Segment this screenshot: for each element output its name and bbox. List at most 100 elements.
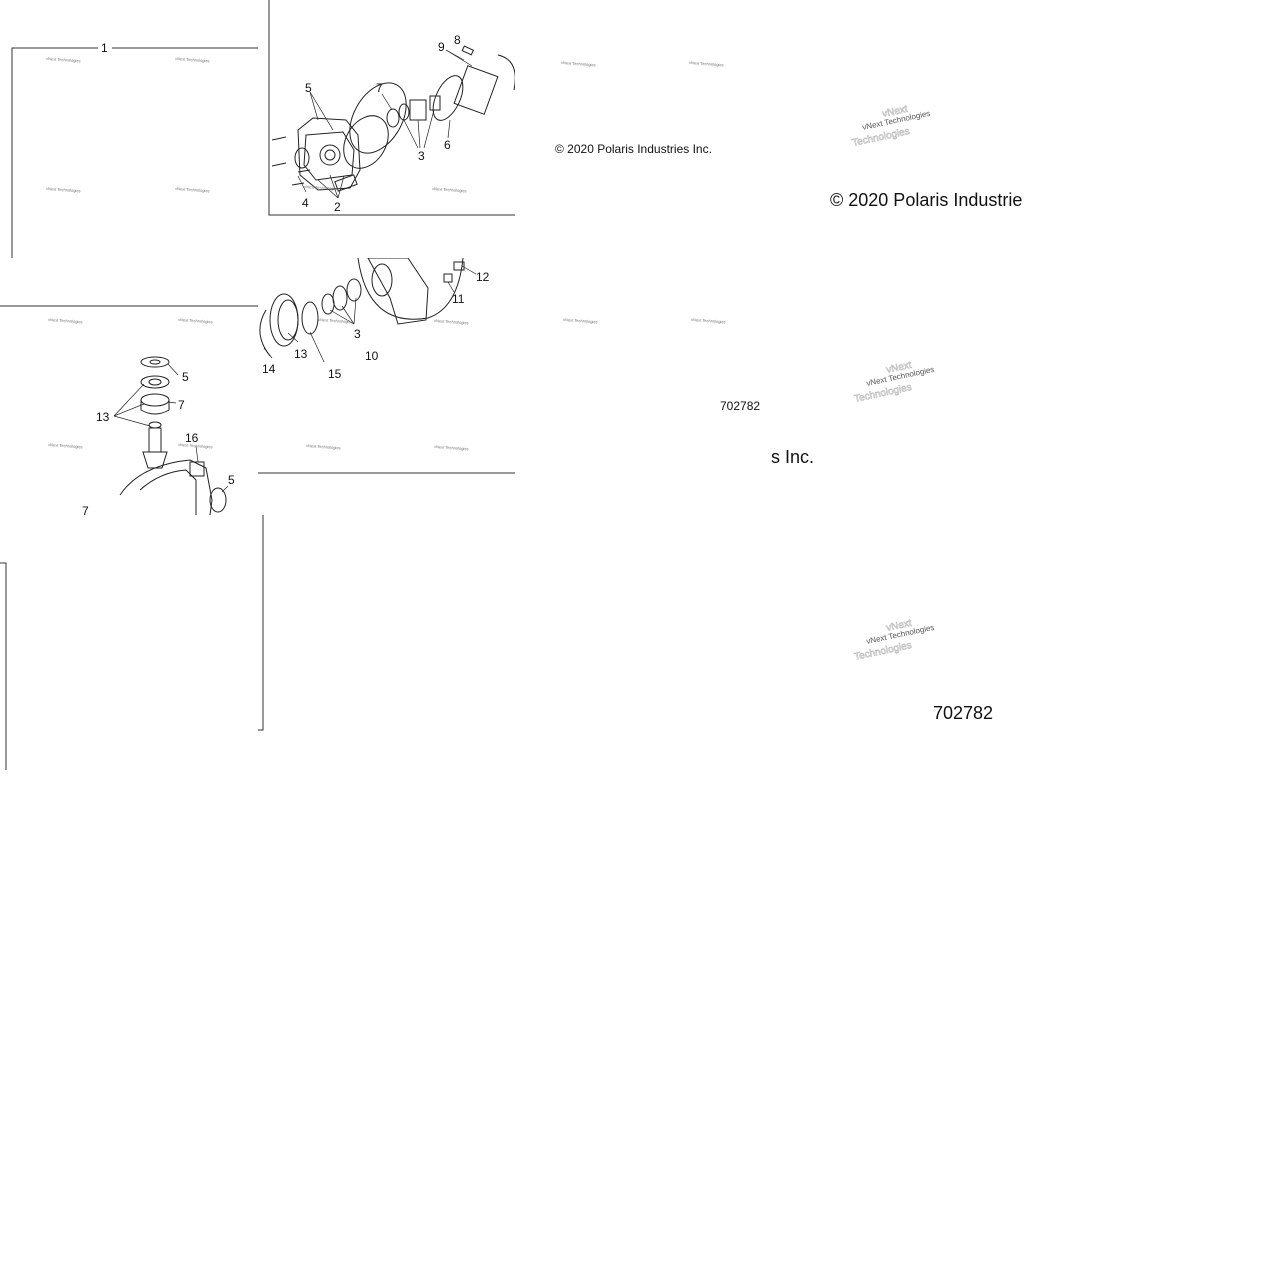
callout-label: 11 [452,292,465,306]
watermark-ghost: Technologies [853,640,912,663]
frame-border-left [0,562,7,770]
bearing [346,278,362,302]
leader-line [309,331,325,363]
hub-bore [319,144,341,166]
watermark: vNext Technologies [306,443,341,450]
o-ring [301,301,319,335]
washer [140,375,170,389]
watermark: vNext Technologies [46,56,81,63]
pinion-shaft [148,427,162,453]
watermark: vNext Technologies [691,317,726,324]
watermark-ghost: Technologies [851,126,910,149]
plug [443,273,453,283]
callout-label: 13 [294,347,308,361]
leader-line [263,347,273,359]
leader-line [353,297,357,325]
gear-housing-svg: 14 13 15 3 10 11 12 vNext Technologies v… [258,258,515,474]
callout-label: 7 [178,398,185,412]
frame-corner-svg [0,515,264,770]
callout-label: 7 [376,81,383,95]
hub-assembly-svg: 5 7 8 9 3 6 4 2 vNext Technologies vNext… [268,0,515,216]
watermark: vNext Technologies [434,318,469,325]
gear-housing [367,258,429,325]
spacer [409,99,427,121]
callout-label: 7 [82,504,89,515]
pinion-gear [142,451,168,469]
sleeve [371,263,393,297]
leader-line [417,119,421,149]
washer [140,356,170,368]
armature [497,54,515,91]
hub-housing [297,117,361,191]
housing-outline [357,258,464,320]
callout-label: 5 [228,473,235,487]
copyright-notice: © 2020 Polaris Industries Inc. [555,142,712,156]
drawing-number-large: 702782 [933,703,994,723]
watermark: vNext Technologies [434,444,469,451]
callout-label: 1 [101,41,108,55]
roller-cage [453,65,499,115]
o-ring-large [343,115,389,169]
watermark: vNext Technologies [46,186,81,193]
seal [148,421,162,429]
bushing [429,95,441,111]
bearing [386,108,400,128]
watermark: vNext Technologies [318,317,353,324]
watermark: vNext Technologies [432,186,467,193]
diagram-tile-frame-corner [0,515,268,775]
leader-line [297,175,307,193]
pinion-stack-svg: 5 7 13 16 5 7 vNext Technologies vNext T… [0,305,258,515]
leader-line [341,305,355,325]
callout-label: 14 [262,362,276,376]
watermark: vNext Technologies [689,60,724,67]
copyright-notice-large-continued: s Inc. [771,447,815,467]
frame-1-svg: 1 vNext Technologies vNext Technologies … [11,41,258,258]
watermark: vNext Technologies [178,317,213,324]
watermark: vNext Technologies [175,56,210,63]
callout-label: 6 [444,138,451,152]
watermark-bottom-svg: vNext Technologies vNext Technologies [853,618,935,664]
drawing-number: 702782 [720,399,761,413]
frame-border [258,515,264,731]
bolt [297,169,311,173]
pin [461,45,475,56]
bearing-body [140,400,170,415]
leader-line [447,119,451,139]
leader-line [113,383,145,417]
leader-line [317,179,339,199]
leader-line [329,309,355,325]
ring-gear-inner [277,299,299,341]
leader-line [287,332,299,343]
frame-border [11,47,98,258]
watermark: vNext Technologies [48,442,83,449]
bolt [271,162,287,167]
diagram-tile-hub-assembly: 5 7 8 9 3 6 4 2 vNext Technologies vNext… [258,0,515,258]
callout-label: 5 [305,81,312,95]
leader-line [337,175,345,199]
clutch-plate [432,75,464,121]
diagram-tile-pinion-stack: 5 7 13 16 5 7 vNext Technologies vNext T… [0,300,258,515]
watermark: vNext Technologies [304,184,339,191]
watermark: vNext Technologies [563,317,598,324]
leader-line [113,403,145,417]
watermark-top-svg: vNext Technologies vNext Technologies vN… [561,60,931,149]
bolt [271,136,287,141]
seal-ring [294,147,310,169]
callout-label: 10 [365,349,379,363]
watermark: vNext Technologies [48,317,83,324]
watermark-ghost: Technologies [853,382,912,405]
leader-line [167,363,179,376]
callout-label: 4 [302,196,309,210]
leader-line [447,281,455,293]
washer-hole [148,378,162,386]
watermark-tile-middle: vNext Technologies vNext Technologies vN… [515,258,1035,516]
o-ring [209,487,227,513]
watermark: vNext Technologies [175,186,210,193]
leader-line [329,174,339,199]
leader-line [381,93,393,111]
copyright-notice-large: © 2020 Polaris Industrie [830,190,1023,210]
callout-label: 3 [418,149,425,163]
callout-label: 12 [476,270,490,284]
watermark-tile-top: vNext Technologies vNext Technologies vN… [515,0,1035,258]
bearing [332,285,348,311]
